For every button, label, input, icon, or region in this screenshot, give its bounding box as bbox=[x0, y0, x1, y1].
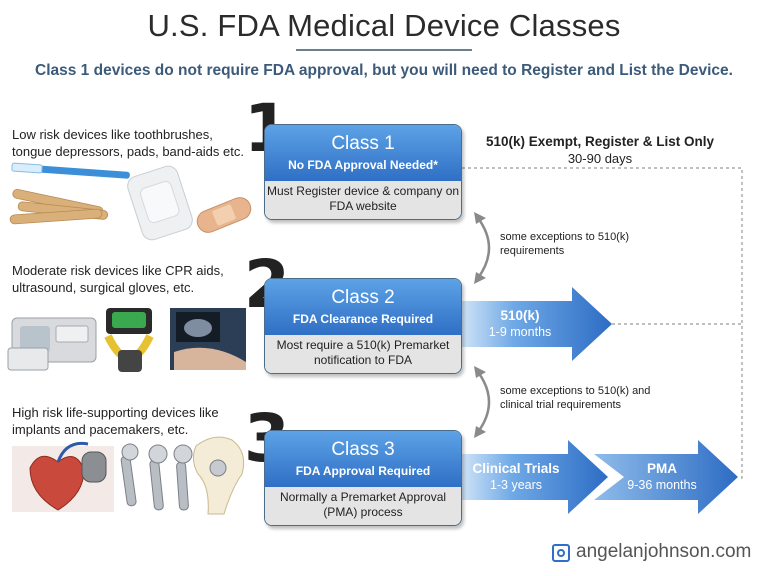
clinical-trials-label: Clinical Trials 1-3 years bbox=[466, 461, 566, 493]
class2-requirement: Most require a 510(k) Premarket notifica… bbox=[265, 335, 461, 373]
page-title: U.S. FDA Medical Device Classes bbox=[147, 8, 621, 43]
band-aid-illustration bbox=[196, 197, 252, 233]
class3-requirement: Normally a Premarket Approval (PMA) proc… bbox=[265, 487, 461, 525]
pma-time: 9-36 months bbox=[627, 478, 697, 492]
dashed-connector bbox=[462, 167, 743, 479]
exception-arrow bbox=[476, 217, 491, 433]
class1-subtitle: No FDA Approval Needed* bbox=[288, 158, 438, 172]
class3-box: Class 3 FDA Approval Required Normally a… bbox=[264, 430, 462, 526]
class2-subtitle: FDA Clearance Required bbox=[292, 312, 434, 326]
class1-pathway-time: 30-90 days bbox=[567, 151, 633, 166]
heart-pacemaker-illustration bbox=[12, 441, 114, 512]
class3-subtitle: FDA Approval Required bbox=[295, 464, 431, 478]
row2-description: Moderate risk devices like CPR aids, ult… bbox=[12, 263, 224, 295]
class2-title: Class 2 bbox=[331, 287, 395, 308]
exception-note-1: some exceptions to 510(k) requirements bbox=[500, 231, 630, 257]
class2-pathway-time: 1-9 months bbox=[488, 325, 552, 339]
class1-requirement: Must Register device & company on FDA we… bbox=[265, 181, 461, 219]
pma-label: PMA 9-36 months bbox=[612, 461, 712, 493]
page-subtitle: Class 1 devices do not require FDA appro… bbox=[35, 62, 733, 79]
brand-text: angelanjohnson.com bbox=[576, 541, 752, 562]
class2-box: Class 2 FDA Clearance Required Most requ… bbox=[264, 278, 462, 374]
pma-arrow bbox=[594, 440, 738, 514]
exception-note-2: some exceptions to 510(k) and clinical t… bbox=[500, 385, 651, 411]
hip-bone-illustration bbox=[192, 436, 245, 515]
row1-description: Low risk devices like toothbrushes, tong… bbox=[12, 127, 244, 159]
class2-pathway-title: 510(k) bbox=[500, 308, 540, 323]
ultrasound-illustration bbox=[170, 308, 246, 370]
class1-box: Class 1 No FDA Approval Needed* Must Reg… bbox=[264, 124, 462, 220]
toothbrush-illustration bbox=[11, 162, 130, 179]
clinical-trials-arrow bbox=[462, 440, 608, 514]
harness-illustration bbox=[104, 308, 154, 372]
row3-description: High risk life-supporting devices like i… bbox=[12, 405, 219, 437]
tongue-depressor-illustration bbox=[9, 188, 109, 225]
class2-pathway-label: 510(k) 1-9 months bbox=[470, 308, 570, 340]
class1-pathway-title: 510(k) Exempt, Register & List Only bbox=[485, 134, 715, 149]
class1-title: Class 1 bbox=[331, 133, 395, 154]
pad-illustration bbox=[127, 165, 193, 241]
title-divider bbox=[296, 49, 472, 51]
clinical-trials-time: 1-3 years bbox=[489, 478, 543, 492]
clinical-trials-title: Clinical Trials bbox=[472, 461, 560, 476]
camera-icon bbox=[552, 544, 570, 562]
class3-title: Class 3 bbox=[331, 439, 395, 460]
pma-title: PMA bbox=[647, 461, 677, 476]
implant-illustration bbox=[120, 443, 193, 511]
cpr-device-illustration bbox=[7, 317, 97, 371]
class2-pathway-arrow bbox=[462, 287, 612, 361]
